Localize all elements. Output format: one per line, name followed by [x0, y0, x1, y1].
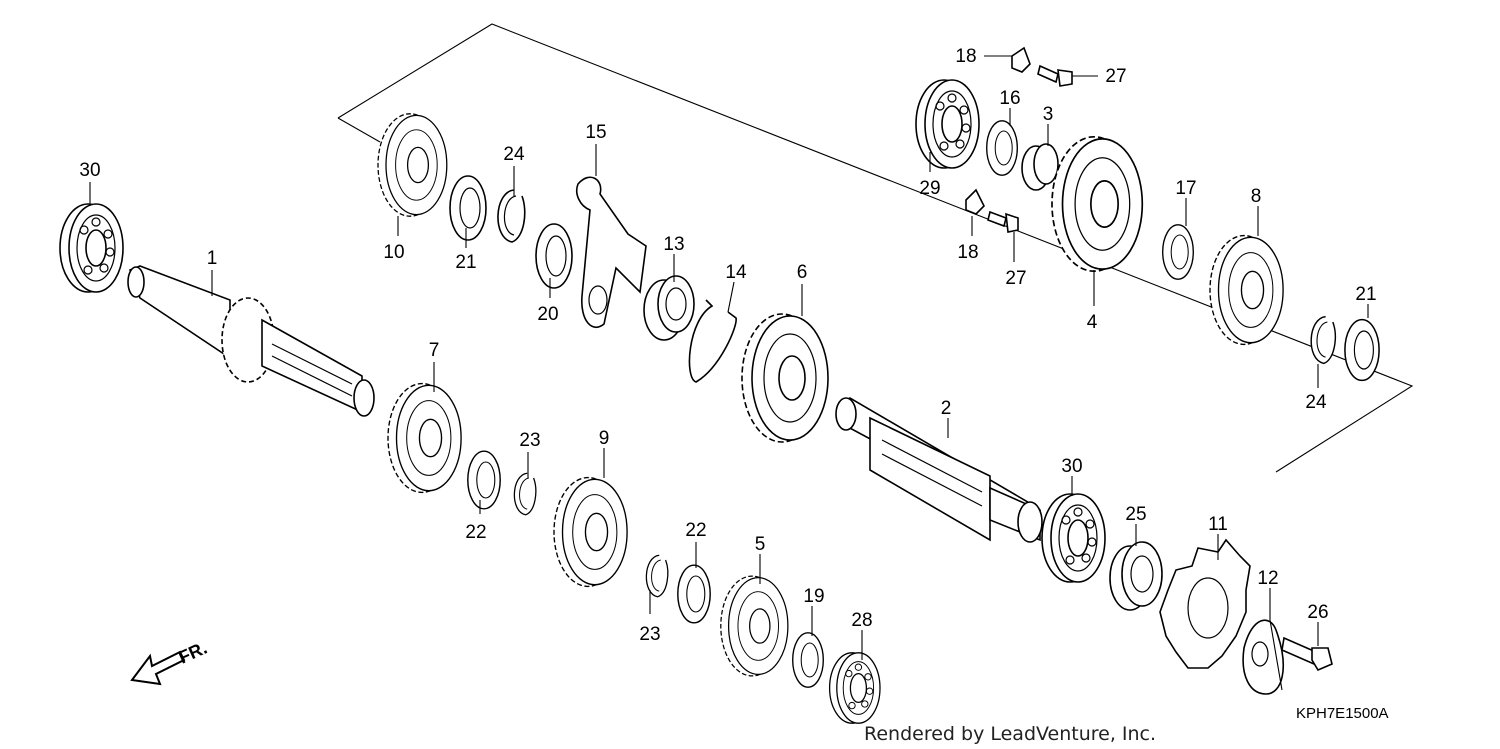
- front-indicator: FR.: [175, 638, 210, 668]
- callout-5: 5: [755, 534, 766, 555]
- callout-22-right: 22: [685, 520, 706, 541]
- callout-8: 8: [1251, 186, 1262, 207]
- washer-21-right[interactable]: [1344, 318, 1380, 382]
- callout-22-left: 22: [465, 522, 486, 543]
- callout-26: 26: [1307, 602, 1328, 623]
- callout-3: 3: [1043, 104, 1054, 125]
- collar-13[interactable]: [643, 275, 695, 341]
- callout-10: 10: [383, 242, 404, 263]
- callout-16: 16: [999, 88, 1020, 109]
- callout-30-left: 30: [79, 160, 100, 181]
- bearing-30-right[interactable]: [1041, 493, 1106, 583]
- circlip-24-right[interactable]: [1310, 315, 1337, 365]
- diagram-code: KPH7E1500A: [1296, 705, 1389, 722]
- callout-12: 12: [1257, 568, 1278, 589]
- callout-11: 11: [1208, 514, 1228, 535]
- callout-6: 6: [797, 262, 808, 283]
- gear-10[interactable]: [377, 113, 448, 217]
- callout-labels: 30 1 10 21 24 20 15 13 14 6 7 22 23 9 22…: [79, 46, 1376, 645]
- bolt-26[interactable]: [1281, 636, 1333, 672]
- gear-4[interactable]: [1051, 135, 1144, 273]
- collar-3[interactable]: [1021, 143, 1059, 191]
- washer-20[interactable]: [535, 223, 573, 289]
- callout-9: 9: [599, 428, 610, 449]
- bearing-28[interactable]: [828, 652, 881, 724]
- seal-25[interactable]: [1109, 541, 1163, 611]
- washer-22-right[interactable]: [677, 564, 711, 624]
- bolt-27-bottom[interactable]: [987, 210, 1019, 233]
- callout-18-top: 18: [955, 46, 976, 67]
- callout-30-right: 30: [1061, 456, 1082, 477]
- washer-19[interactable]: [792, 632, 824, 688]
- callout-14: 14: [725, 262, 747, 283]
- callout-29: 29: [919, 178, 940, 199]
- gear-7[interactable]: [387, 382, 462, 494]
- render-credit: Rendered by LeadVenture, Inc.: [864, 723, 1156, 745]
- front-arrow-icon: [130, 650, 186, 686]
- callout-7: 7: [429, 340, 440, 361]
- countershaft-2[interactable]: [835, 397, 1043, 543]
- assembly-outline: [337, 23, 1414, 473]
- callout-25: 25: [1125, 504, 1146, 525]
- callout-23-left: 23: [519, 430, 540, 451]
- circlip-23-left[interactable]: [513, 472, 537, 516]
- bearing-29[interactable]: [915, 79, 980, 169]
- bearing-30-left[interactable]: [59, 203, 124, 293]
- circlip-24-top[interactable]: [497, 189, 526, 243]
- callout-27-bottom: 27: [1005, 268, 1026, 289]
- callout-2: 2: [941, 398, 952, 419]
- callout-23-right: 23: [639, 624, 660, 645]
- callout-18-bottom: 18: [957, 242, 978, 263]
- spring-14[interactable]: [688, 299, 737, 383]
- callout-27-top: 27: [1105, 66, 1126, 87]
- gear-5[interactable]: [720, 575, 789, 677]
- callout-21-right: 21: [1355, 284, 1376, 305]
- callout-24-right: 24: [1305, 392, 1327, 413]
- callout-13: 13: [663, 234, 684, 255]
- plate-18-top[interactable]: [1011, 46, 1031, 73]
- sprocket-11[interactable]: [1159, 538, 1251, 669]
- callout-19: 19: [803, 586, 824, 607]
- washer-17[interactable]: [1162, 224, 1194, 280]
- plate-12[interactable]: [1242, 619, 1284, 695]
- callout-15: 15: [585, 122, 606, 143]
- callout-20: 20: [537, 304, 558, 325]
- gear-6[interactable]: [741, 313, 829, 443]
- washer-22-left[interactable]: [467, 450, 501, 510]
- gear-9[interactable]: [553, 476, 628, 588]
- callout-17: 17: [1175, 178, 1196, 199]
- callout-1: 1: [207, 248, 218, 269]
- callout-21-top: 21: [455, 252, 476, 273]
- callout-24-top: 24: [503, 144, 525, 165]
- mainshaft-1[interactable]: [127, 265, 375, 417]
- leader-lines: [89, 55, 1369, 691]
- callout-28: 28: [851, 610, 872, 631]
- bolt-27-top[interactable]: [1037, 64, 1073, 87]
- gear-8[interactable]: [1209, 234, 1284, 346]
- washer-21-top[interactable]: [449, 175, 487, 241]
- washer-16[interactable]: [986, 120, 1018, 176]
- plate-15[interactable]: [575, 176, 647, 329]
- plate-18-bottom[interactable]: [965, 188, 985, 215]
- callout-4: 4: [1087, 312, 1098, 333]
